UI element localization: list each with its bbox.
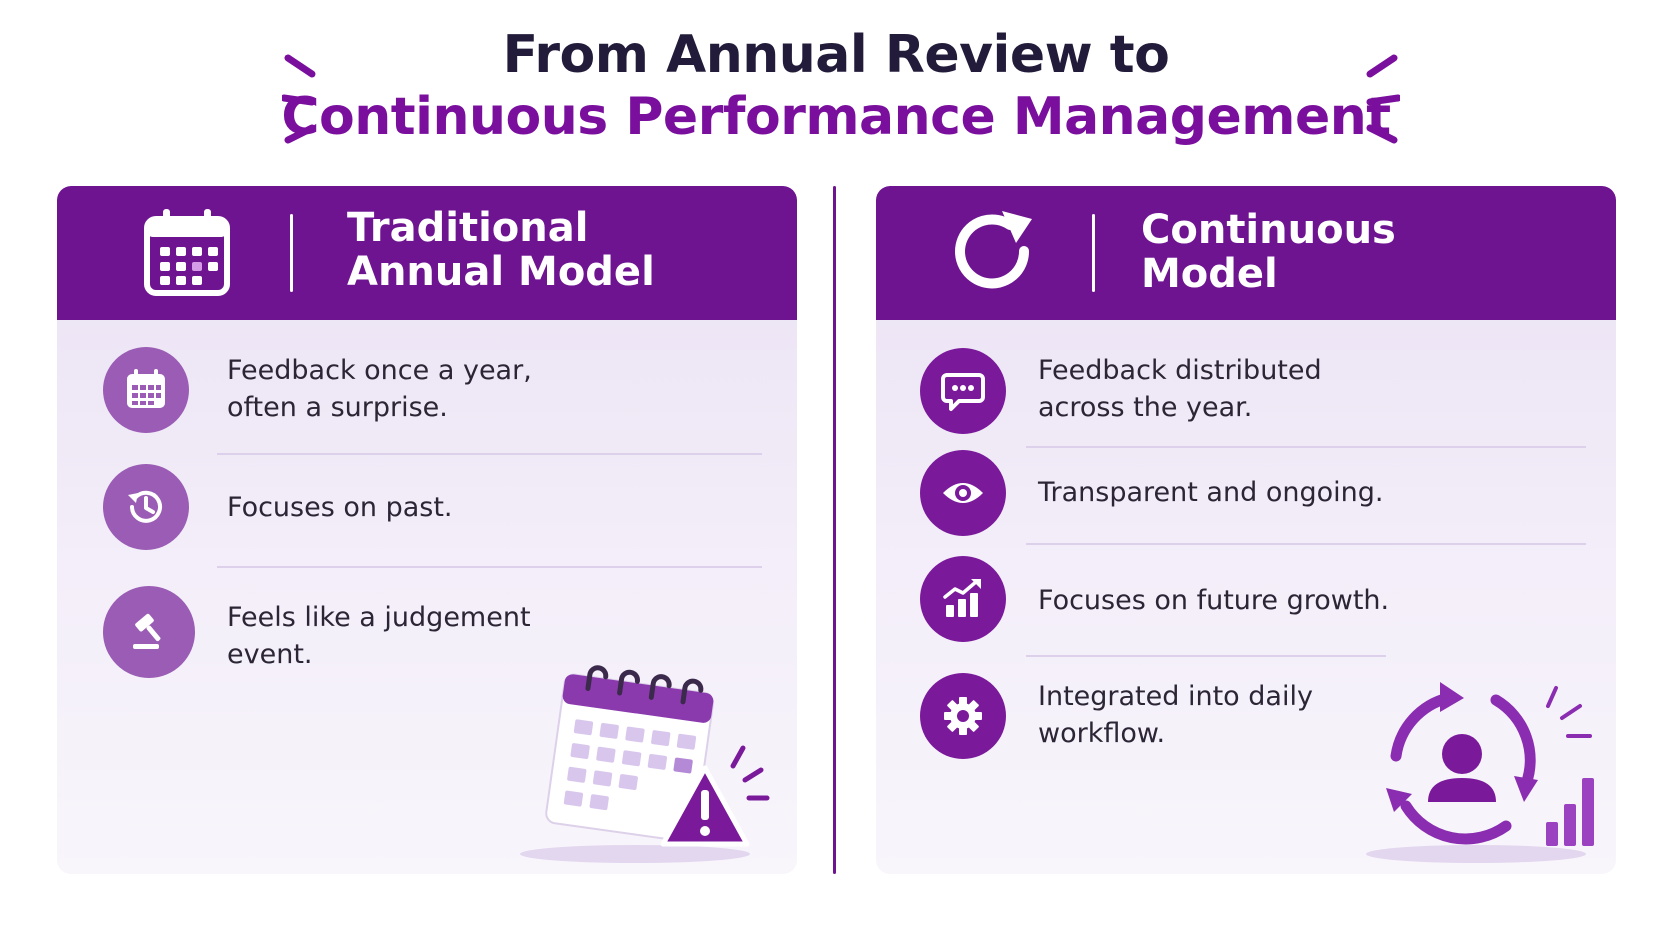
continuous-model-panel: Continuous Model Feedback distributed ac… [876, 186, 1616, 874]
panel-title-line-1: Continuous [1141, 207, 1396, 253]
title-line-1: From Annual Review to [502, 25, 1170, 85]
panel-title-line-2: Model [1141, 251, 1278, 297]
item-text: Feedback distributed across the year. [1038, 352, 1458, 426]
calendar-icon [144, 209, 230, 296]
item-icon-badge [103, 347, 189, 433]
item-icon-badge [920, 556, 1006, 642]
panel-header: Continuous Model [876, 186, 1616, 320]
item-text-line-2: event. [227, 639, 313, 670]
gavel-icon [133, 613, 161, 649]
calendar-icon [127, 369, 165, 408]
item-text-line-1: Integrated into daily [1038, 681, 1313, 712]
panel-header: Traditional Annual Model [57, 186, 797, 320]
item-text-line-2: workflow. [1038, 718, 1166, 749]
item-divider [217, 453, 762, 455]
gear-icon [944, 697, 982, 735]
header-separator [1092, 214, 1095, 292]
item-divider [1026, 543, 1586, 545]
item-text: Feels like a judgement event. [227, 599, 647, 673]
item-text-line-1: Feedback once a year, [227, 355, 532, 386]
item-text: Integrated into daily workflow. [1038, 678, 1458, 752]
item-divider [1026, 446, 1586, 448]
item-icon-badge [920, 673, 1006, 759]
item-text-line-1: Transparent and ongoing. [1038, 477, 1384, 508]
item-text-line-2: often a surprise. [227, 392, 448, 423]
page-title: From Annual Review to Continuous Perform… [0, 24, 1672, 148]
item-icon-badge [920, 348, 1006, 434]
item-divider [217, 566, 762, 568]
sparkle-left-icon [282, 54, 316, 144]
item-text-line-2: across the year. [1038, 392, 1253, 423]
panel-title: Continuous Model [1141, 208, 1561, 296]
chat-bubble-icon [941, 373, 985, 411]
item-text-line-1: Focuses on future growth. [1038, 585, 1390, 616]
item-text: Transparent and ongoing. [1038, 474, 1458, 511]
item-text-line-1: Focuses on past. [227, 492, 453, 523]
title-line-2: Continuous Performance Management [281, 87, 1391, 147]
calendar-warning-icon [520, 665, 770, 863]
item-text-line-1: Feels like a judgement [227, 602, 531, 633]
panel-title-line-2: Annual Model [347, 249, 655, 295]
traditional-model-panel: Traditional Annual Model Feedback once a… [57, 186, 797, 874]
item-text-line-1: Feedback distributed [1038, 355, 1322, 386]
refresh-icon [955, 211, 1032, 289]
growth-chart-icon [943, 579, 981, 617]
eye-icon [943, 483, 983, 503]
sparkle-right-icon [1366, 54, 1400, 144]
person-cycle-icon [1366, 682, 1594, 863]
item-icon-badge [920, 450, 1006, 536]
item-text: Focuses on future growth. [1038, 582, 1458, 619]
item-divider [1026, 655, 1386, 657]
panel-title: Traditional Annual Model [347, 206, 767, 294]
center-divider [833, 186, 836, 874]
item-text: Focuses on past. [227, 489, 647, 526]
header-separator [290, 214, 293, 292]
item-text: Feedback once a year, often a surprise. [227, 352, 647, 426]
panel-title-line-1: Traditional [347, 205, 589, 251]
item-icon-badge [103, 464, 189, 550]
history-clock-icon [128, 490, 162, 523]
item-icon-badge [103, 586, 195, 678]
